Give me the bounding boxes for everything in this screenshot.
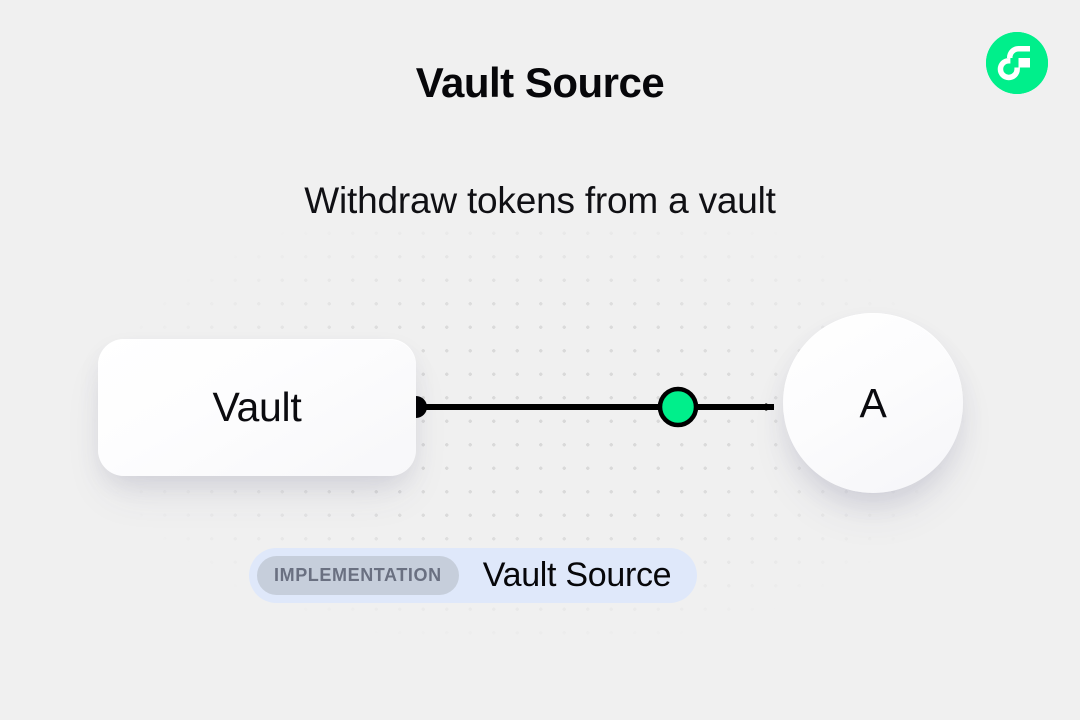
implementation-name: Vault Source: [482, 556, 672, 594]
implementation-kind-pill: IMPLEMENTATION: [257, 556, 459, 595]
node-vault-label: Vault: [212, 384, 302, 430]
node-vault[interactable]: Vault: [98, 339, 416, 476]
implementation-kind-label: IMPLEMENTATION: [274, 565, 442, 585]
node-a-label: A: [859, 379, 887, 426]
flow-logo-icon: [986, 32, 1048, 94]
page-subtitle: Withdraw tokens from a vault: [304, 180, 776, 221]
implementation-badge[interactable]: IMPLEMENTATION Vault Source: [249, 548, 698, 603]
page-title: Vault Source: [415, 59, 665, 106]
node-a[interactable]: A: [783, 313, 963, 493]
